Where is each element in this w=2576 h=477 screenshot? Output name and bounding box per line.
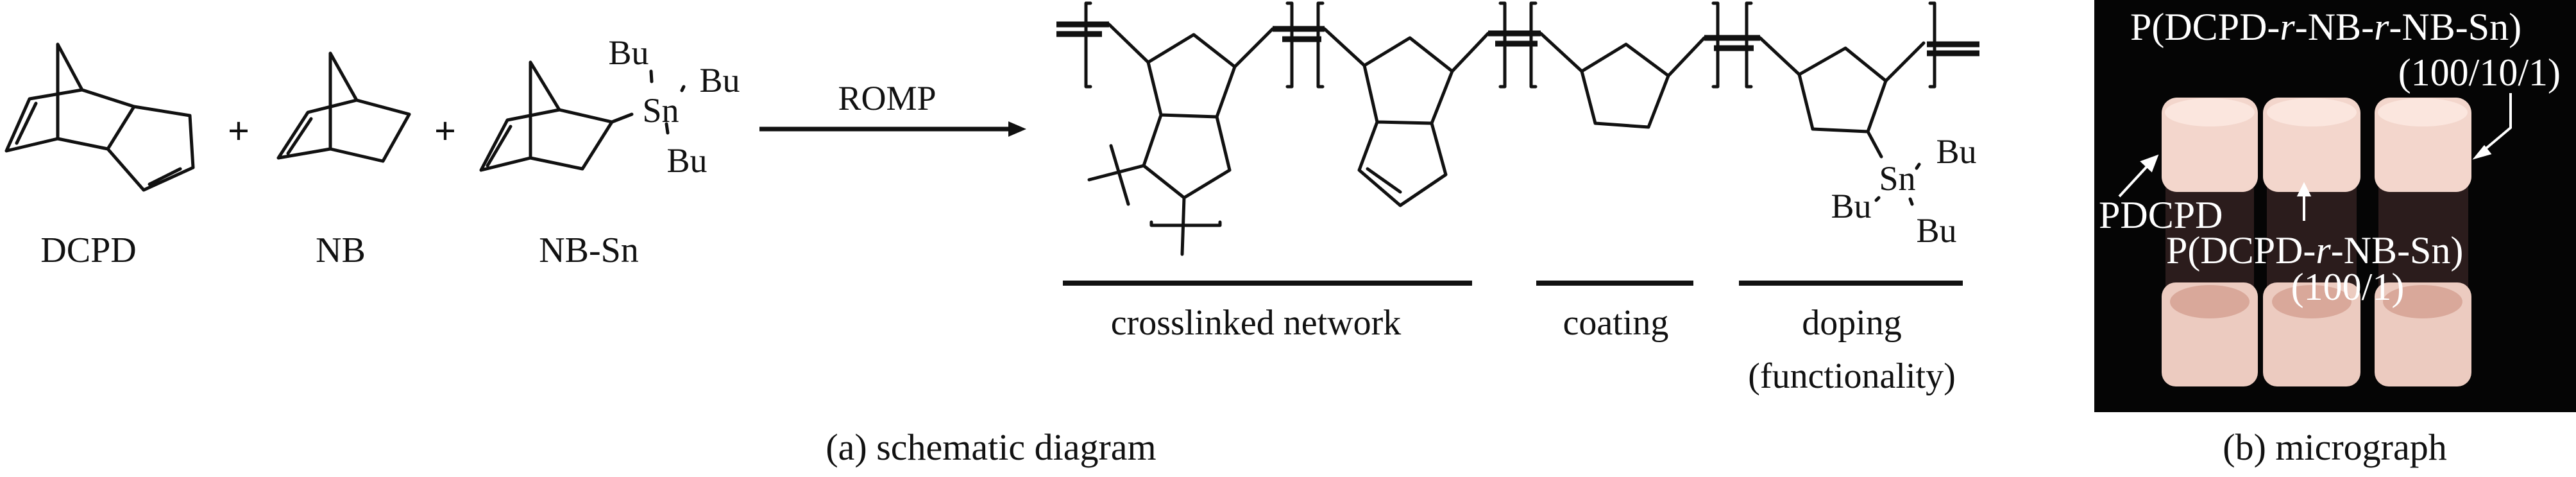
vial bbox=[2375, 98, 2471, 386]
plus-sign: + bbox=[228, 110, 250, 152]
pdcpd-label: PDCPD bbox=[2099, 194, 2223, 236]
doping-label: doping bbox=[1802, 303, 1902, 343]
bu-group: Bu bbox=[608, 33, 648, 72]
coating-label: coating bbox=[1563, 303, 1669, 343]
terpolymer-label: P(DCPD-r-NB-r-NB-Sn) bbox=[2130, 6, 2521, 48]
crosslinked-network-label: crosslinked network bbox=[1111, 303, 1402, 343]
functionality-label: (functionality) bbox=[1748, 356, 1955, 396]
sn-atom: Sn bbox=[642, 91, 679, 130]
sn-atom: Sn bbox=[1879, 159, 1915, 198]
polymer-structure: Sn Bu Bu Bu bbox=[1056, 1, 1979, 256]
panel-a-caption: (a) schematic diagram bbox=[826, 426, 1156, 468]
nb-sn-label: NB-Sn bbox=[539, 230, 639, 270]
nb-sn-structure: Sn Bu Bu Bu bbox=[479, 33, 740, 180]
dcpd-structure bbox=[4, 42, 195, 192]
vial bbox=[2263, 98, 2360, 386]
nb-label: NB bbox=[316, 230, 366, 270]
reaction-arrow bbox=[759, 121, 1026, 137]
bu-group: Bu bbox=[1831, 187, 1871, 225]
plus-sign: + bbox=[434, 110, 456, 152]
panel-b-micrograph: P(DCPD-r-NB-r-NB-Sn) (100/10/1) PDCPD P(… bbox=[2094, 0, 2576, 468]
panel-a-schematic: + + Sn Bu Bu Bu DCPD NB NB-Sn ROMP bbox=[4, 1, 1979, 468]
panel-b-caption: (b) micrograph bbox=[2223, 426, 2446, 468]
dcpd-label: DCPD bbox=[40, 230, 136, 270]
copolymer-ratio: (100/1) bbox=[2291, 266, 2405, 308]
romp-label: ROMP bbox=[838, 79, 936, 117]
vial bbox=[2162, 98, 2258, 386]
bu-group: Bu bbox=[699, 61, 740, 100]
copolymer-label: P(DCPD-r-NB-Sn) bbox=[2166, 229, 2463, 272]
bu-group: Bu bbox=[666, 141, 707, 180]
nb-structure bbox=[276, 51, 411, 163]
annotation-arrows bbox=[2118, 93, 2512, 221]
terpolymer-ratio: (100/10/1) bbox=[2398, 51, 2561, 94]
bu-group: Bu bbox=[1936, 132, 1976, 171]
bu-group: Bu bbox=[1916, 211, 1956, 250]
